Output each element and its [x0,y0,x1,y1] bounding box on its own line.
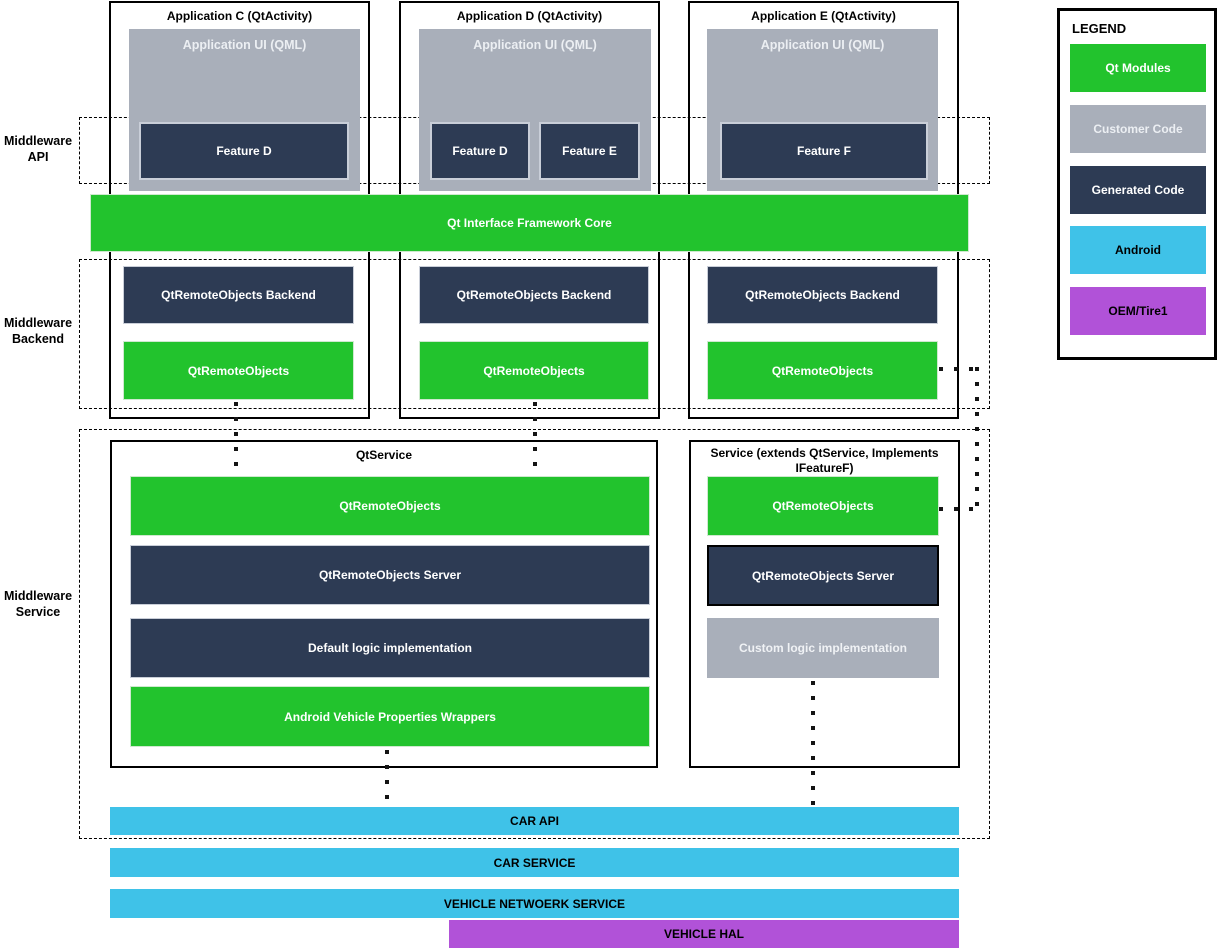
remoteobjects-label: QtRemoteObjects [771,363,874,378]
qtservice-vehicle-wrappers: Android Vehicle Properties Wrappers [130,686,650,747]
qtservice-remoteobjects-server: QtRemoteObjects Server [130,545,650,605]
backend-box-c: QtRemoteObjects Backend [123,266,354,324]
box-label: QtRemoteObjects Server [751,568,895,583]
legend-item-generated-code: Generated Code [1070,166,1206,214]
application-e-title: Application E (QtActivity) [751,9,896,23]
service-title-line2: IFeatureF) [795,461,854,475]
legend-item-android: Android [1070,226,1206,274]
car-service-bar: CAR SERVICE [110,848,959,877]
middleware-service-label-line2: Service [15,605,61,619]
middleware-service-label-line1: Middleware [3,589,73,603]
application-d-ui-label: Application UI (QML) [473,38,597,52]
legend-item-label: Qt Modules [1105,61,1171,75]
service-title-line1: Service (extends QtService, Implements [710,446,939,460]
middleware-api-label-line1: Middleware [3,134,73,148]
backend-box-label: QtRemoteObjects Backend [745,288,900,302]
qtservice-title: QtService [355,448,413,462]
feature-box-c-d: Feature D [139,122,349,180]
backend-box-label: QtRemoteObjects Backend [161,288,316,302]
box-label: Custom logic implementation [738,641,907,655]
feature-label: Feature D [452,144,508,158]
car-api-bar: CAR API [110,807,959,835]
bar-label: CAR API [510,814,559,828]
bar-label: VEHICLE NETWOERK SERVICE [443,896,626,911]
legend-item-qt-modules: Qt Modules [1070,44,1206,92]
connector-qtservice-to-carapi [385,750,389,806]
box-label: Android Vehicle Properties Wrappers [284,709,496,724]
application-e-ui-label: Application UI (QML) [760,38,885,52]
service-remoteobjects-server: QtRemoteObjects Server [707,545,939,606]
remoteobjects-box-d: QtRemoteObjects [419,341,649,400]
feature-box-d-d: Feature D [430,122,530,180]
box-label: QtRemoteObjects Server [318,568,462,582]
middleware-backend-label: Middleware Backend [0,315,76,347]
application-d-title: Application D (QtActivity) [456,9,603,23]
feature-box-e-f: Feature F [720,122,928,180]
core-bar-label: Qt Interface Framework Core [447,216,612,230]
box-label: Default logic implementation [307,641,472,655]
bar-label: VEHICLE HAL [663,927,744,941]
connector-backend-e-out [939,367,979,371]
box-label: QtRemoteObjects [772,499,874,513]
legend: LEGEND Qt Modules Customer Code Generate… [1057,8,1217,360]
legend-title: LEGEND [1072,21,1127,36]
qtservice-remoteobjects: QtRemoteObjects [130,476,650,536]
vehicle-hal-bar: VEHICLE HAL [449,920,959,948]
connector-customlogic-to-carapi [811,681,815,806]
legend-item-label: OEM/Tire1 [1108,304,1168,318]
backend-box-label: QtRemoteObjects Backend [456,288,612,302]
legend-item-label: Android [1115,243,1161,257]
feature-label: Feature D [216,144,272,158]
connector-into-service-remoteobjects [939,507,979,511]
feature-label: Feature F [796,144,851,158]
vehicle-network-service-bar: VEHICLE NETWOERK SERVICE [110,889,959,918]
legend-item-label: Customer Code [1093,122,1183,136]
remoteobjects-box-e: QtRemoteObjects [707,341,938,400]
qtservice-default-logic: Default logic implementation [130,618,650,678]
remoteobjects-box-c: QtRemoteObjects [123,341,354,400]
application-c-ui-label: Application UI (QML) [182,38,307,52]
legend-item-oem-tire1: OEM/Tire1 [1070,287,1206,335]
application-c-title: Application C (QtActivity) [166,9,313,23]
middleware-api-label: Middleware API [0,133,76,165]
service-remoteobjects: QtRemoteObjects [707,476,939,536]
remoteobjects-label: QtRemoteObjects [187,363,290,378]
bar-label: CAR SERVICE [493,855,576,870]
legend-item-customer-code: Customer Code [1070,105,1206,153]
connector-backend-e-down [975,367,979,511]
feature-box-d-e: Feature E [539,122,640,180]
feature-label: Feature E [562,144,617,158]
middleware-backend-label-line2: Backend [11,332,65,346]
connector-backend-d-to-qtservice [533,402,537,476]
middleware-service-label: Middleware Service [0,588,76,620]
legend-item-label: Generated Code [1091,183,1185,197]
middleware-api-label-line2: API [27,150,49,164]
box-label: QtRemoteObjects [339,499,441,513]
connector-backend-c-to-qtservice [234,402,238,476]
middleware-backend-label-line1: Middleware [3,316,73,330]
backend-box-d: QtRemoteObjects Backend [419,266,649,324]
remoteobjects-label: QtRemoteObjects [483,363,585,378]
backend-box-e: QtRemoteObjects Backend [707,266,938,324]
service-custom-logic: Custom logic implementation [707,618,939,678]
qt-interface-framework-core-bar: Qt Interface Framework Core [90,194,969,252]
